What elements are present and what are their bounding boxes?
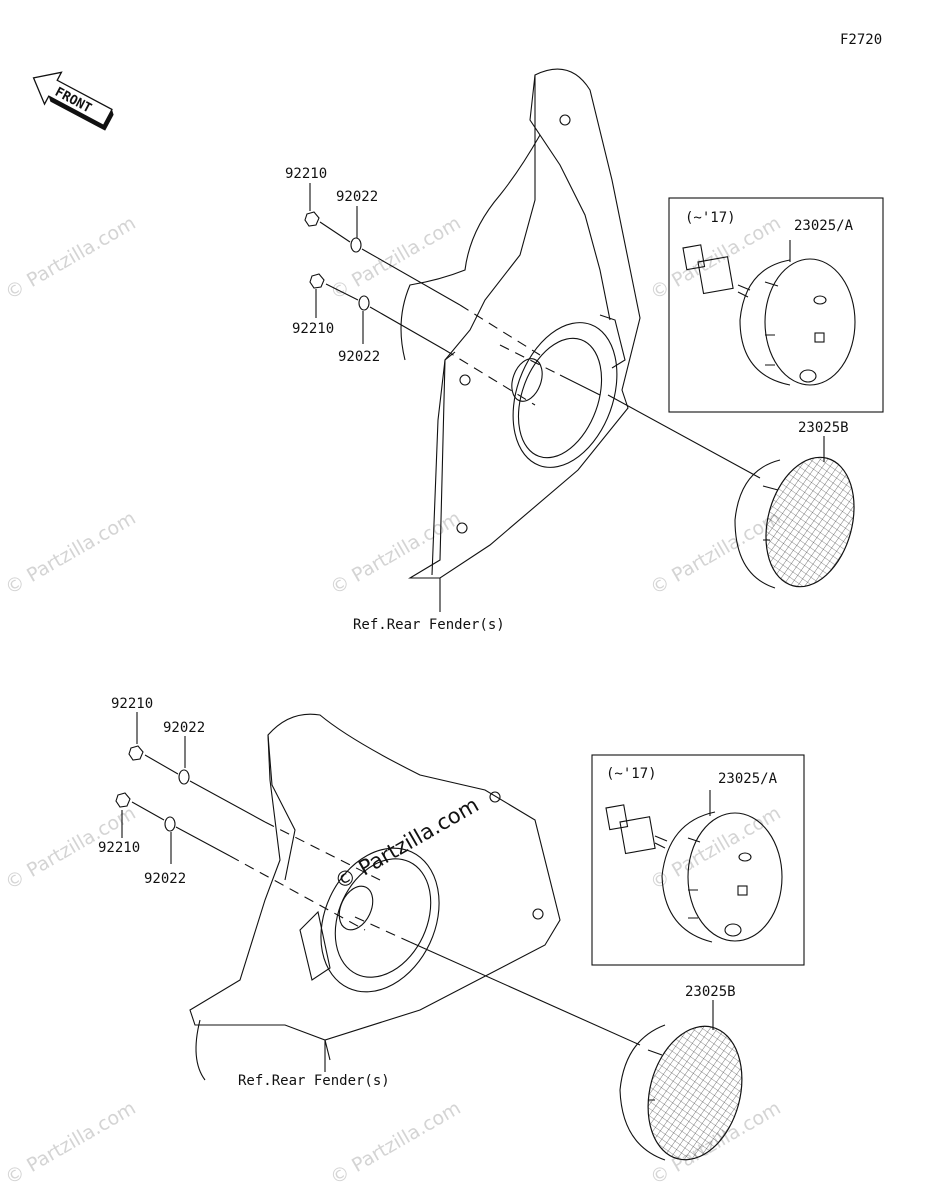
front-direction-arrow-icon: FRONT: [32, 71, 114, 131]
part-label-92210: 92210: [285, 166, 327, 182]
ref-label-rear-fender: Ref.Rear Fender(s): [353, 617, 505, 633]
lamp-23025a-upper: [682, 240, 856, 386]
part-label-92210: 92210: [98, 840, 140, 856]
inset-note: (~'17): [685, 210, 736, 226]
lamp-23025b-lower: [619, 1024, 743, 1161]
part-label-23025a: 23025/A: [718, 771, 778, 787]
figure-code: F2720: [840, 32, 882, 48]
upper-assembly: 92210 92022 92210 92022 (~'17) 23025/A 2…: [285, 68, 884, 633]
washer-92022-c: [178, 769, 190, 785]
watermark: © Partzilla.com: [327, 507, 465, 599]
nut-92210-c: [128, 745, 144, 761]
nut-92210-b: [309, 273, 325, 289]
inset-box-upper: [668, 197, 884, 413]
washer-92022-b: [358, 295, 370, 311]
nut-92210-d: [115, 792, 131, 808]
inset-note: (~'17): [606, 766, 657, 782]
watermark: © Partzilla.com: [2, 507, 140, 599]
part-label-92022: 92022: [336, 189, 378, 205]
lamp-23025b: [734, 456, 855, 589]
lamp-23025a-lower: [605, 790, 783, 943]
watermark: © Partzilla.com: [331, 793, 483, 895]
part-label-92022: 92022: [163, 720, 205, 736]
part-label-92210: 92210: [111, 696, 153, 712]
inset-box-lower: [591, 754, 805, 966]
watermark: © Partzilla.com: [647, 507, 785, 599]
watermark: © Partzilla.com: [327, 212, 465, 304]
ref-label-rear-fender: Ref.Rear Fender(s): [238, 1073, 390, 1089]
watermark: © Partzilla.com: [327, 1097, 465, 1189]
watermark: © Partzilla.com: [2, 212, 140, 304]
part-label-92022: 92022: [338, 349, 380, 365]
washer-92022-a: [350, 237, 362, 253]
part-label-23025b: 23025B: [685, 984, 736, 1000]
watermark: © Partzilla.com: [2, 1097, 140, 1189]
watermark: © Partzilla.com: [647, 802, 785, 894]
part-label-92210: 92210: [292, 321, 334, 337]
nut-92210-a: [304, 211, 320, 227]
lower-assembly: 92210 92022 92210 92022 (~'17) 23025/A 2…: [98, 696, 805, 1161]
part-label-23025b: 23025B: [798, 420, 849, 436]
washer-92022-d: [164, 816, 176, 832]
part-label-23025a: 23025/A: [794, 218, 854, 234]
part-label-92022: 92022: [144, 871, 186, 887]
